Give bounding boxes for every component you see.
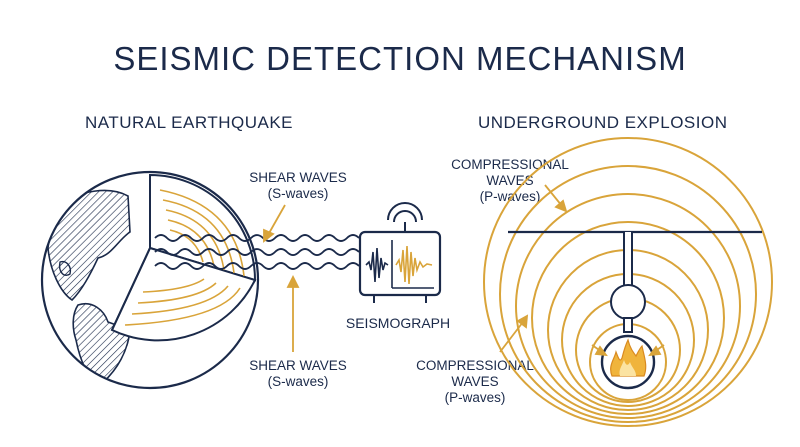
shear-waves-label-bottom: SHEAR WAVES (S-waves): [228, 358, 368, 390]
label-line: (P-waves): [479, 189, 541, 204]
pointer-arrows-left: [263, 204, 300, 352]
earth-cutaway-icon: [40, 170, 260, 390]
page-title: SEISMIC DETECTION MECHANISM: [113, 40, 687, 77]
label-line: (S-waves): [267, 186, 329, 201]
compressional-waves-label-bottom: COMPRESSIONAL WAVES (P-waves): [400, 358, 550, 406]
label-line: (S-waves): [267, 374, 329, 389]
shear-waves-label-top: SHEAR WAVES (S-waves): [228, 170, 368, 202]
shear-waves: [154, 234, 360, 270]
label-line: SHEAR WAVES: [249, 170, 347, 185]
compressional-rings: [483, 137, 773, 427]
label-line: (P-waves): [444, 390, 506, 405]
seismograph-label: SEISMOGRAPH: [345, 315, 451, 331]
earthquake-heading: NATURAL EARTHQUAKE: [85, 113, 294, 132]
continents: [47, 189, 131, 386]
label-line: SHEAR WAVES: [249, 358, 347, 373]
explosion-icon: [610, 338, 647, 377]
explosion-heading: UNDERGROUND EXPLOSION: [478, 113, 728, 132]
seismograph-icon: [358, 202, 442, 303]
pointer-arrows-right: [499, 184, 665, 357]
label-line: COMPRESSIONAL: [416, 358, 534, 373]
label-line: WAVES: [451, 374, 499, 389]
earth-layers: [124, 189, 245, 326]
